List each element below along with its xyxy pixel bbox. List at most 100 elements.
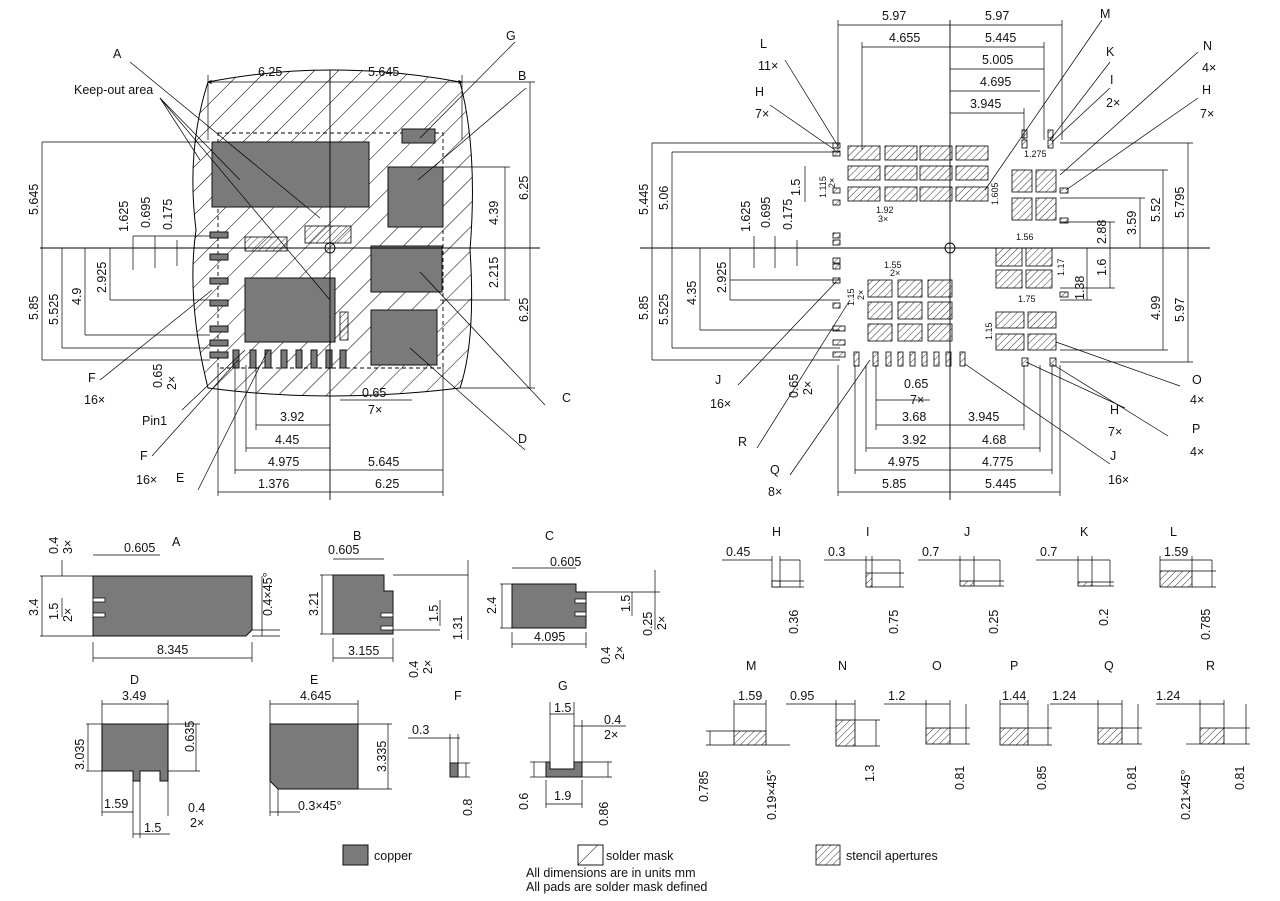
label-f2: F — [140, 449, 148, 463]
dim-left-5525: 5.525 — [47, 294, 61, 325]
detail-m-d1: 1.59 — [738, 689, 762, 703]
detail-n: N 0.95 1.3 — [786, 659, 880, 782]
detail-d-d2: 3.035 — [73, 739, 87, 770]
dim-rt-5005: 5.005 — [982, 53, 1013, 67]
dim-rb-585: 5.85 — [882, 477, 906, 491]
dim-bot-445: 4.45 — [275, 433, 299, 447]
detail-l-d2: 0.785 — [1199, 609, 1213, 640]
detail-d-title: D — [130, 673, 139, 687]
dim-rr-499: 4.99 — [1149, 296, 1163, 320]
dim-rt-5445: 5.445 — [985, 31, 1016, 45]
legend-note-2: All pads are solder mask defined — [526, 880, 707, 894]
detail-f-d2: 0.8 — [461, 799, 475, 816]
detail-n-title: N — [838, 659, 847, 673]
detail-q-d2: 0.81 — [1125, 766, 1139, 790]
detail-o-d2: 0.81 — [953, 766, 967, 790]
detail-c-d7: 0.4 — [599, 647, 613, 664]
bottom-apertures — [853, 351, 966, 367]
detail-d: D 3.49 3.035 0.635 1.59 0.4 2× 1.5 — [73, 673, 205, 838]
detail-g-d6: 0.86 — [597, 802, 611, 826]
label-j2: J — [1110, 449, 1116, 463]
label-k: K — [1106, 45, 1115, 59]
aperture-grid-top — [847, 145, 989, 202]
label-keepout: Keep-out area — [74, 83, 153, 97]
label-r: R — [738, 435, 747, 449]
origin-marker-right — [944, 242, 956, 254]
aperture-grid-d — [995, 311, 1057, 351]
sdim-115b: 1.15 — [846, 288, 856, 306]
dim-bot-392: 3.92 — [280, 410, 304, 424]
detail-c-d8: 2× — [613, 646, 627, 660]
detail-b-d2: 3.21 — [307, 592, 321, 616]
detail-d-d6: 2× — [190, 816, 204, 830]
detail-d-d1: 3.49 — [122, 689, 146, 703]
detail-i: I 0.3 0.75 — [824, 525, 904, 634]
legend-note-1: All dimensions are in units mm — [526, 866, 696, 880]
label-h3n: 7× — [1108, 425, 1122, 439]
label-c: C — [562, 391, 571, 405]
detail-n-d2: 1.3 — [863, 765, 877, 782]
dim-rb-392: 3.92 — [902, 433, 926, 447]
label-f1: F — [88, 371, 96, 385]
label-h3: H — [1110, 403, 1119, 417]
detail-f-d1: 0.3 — [412, 723, 429, 737]
detail-j: J 0.7 0.25 — [918, 525, 1004, 634]
label-i: I — [1110, 73, 1113, 87]
label-o: O — [1192, 373, 1202, 387]
dim-rr-5795: 5.795 — [1173, 187, 1187, 218]
detail-e-d1: 4.645 — [300, 689, 331, 703]
detail-l-title: L — [1170, 525, 1177, 539]
detail-d-d7: 1.5 — [144, 821, 161, 835]
detail-c-d4: 0.25 — [641, 612, 655, 636]
detail-m-title: M — [746, 659, 756, 673]
dim-rl-0695: 0.695 — [759, 197, 773, 228]
dim-rb-5445: 5.445 — [985, 477, 1016, 491]
left-footprint: 6.25 5.645 5.645 5.85 5.525 4.9 1.625 0.… — [27, 29, 571, 500]
detail-c-d2: 2.4 — [485, 597, 499, 614]
aperture-grid-c — [995, 247, 1053, 289]
dim-rb-2x: 2× — [801, 381, 815, 395]
detail-c-d6: 4.095 — [534, 630, 565, 644]
dim-left-2925: 2.925 — [95, 262, 109, 293]
legend-stencil-swatch — [815, 844, 841, 866]
package-outline — [217, 132, 444, 369]
legend-mask-swatch — [577, 844, 604, 866]
detail-p: P 1.44 0.85 — [999, 659, 1052, 790]
detail-i-d2: 0.75 — [887, 610, 901, 634]
label-on: 4× — [1190, 393, 1204, 407]
dim-left-0175: 0.175 — [161, 199, 175, 230]
legend-copper-swatch — [342, 844, 369, 866]
sdim-115a: 1.15 — [984, 322, 994, 340]
dim-bot-7x: 7× — [368, 403, 382, 417]
aperture-grid-e — [867, 279, 953, 342]
label-p: P — [1192, 422, 1200, 436]
sdim-1605: 1.605 — [990, 182, 1000, 205]
dim-rt-4655: 4.655 — [889, 31, 920, 45]
label-h1n: 7× — [755, 107, 769, 121]
detail-c: C 0.605 2.4 1.5 0.25 2× 4.095 0.4 2× — [485, 529, 669, 664]
detail-j-d2: 0.25 — [987, 610, 1001, 634]
detail-m: M 1.59 0.785 0.19×45° — [697, 659, 790, 820]
dim-rl-1115: 1.115 — [818, 176, 828, 198]
dim-rl-5445: 5.445 — [637, 184, 651, 215]
detail-i-title: I — [866, 525, 869, 539]
detail-a-d3: 0.605 — [124, 541, 155, 555]
detail-a-d2: 3× — [61, 540, 75, 554]
legend-copper-label: copper — [374, 849, 412, 863]
label-l: L — [760, 37, 767, 51]
legend: copper solder mask stencil apertures All… — [342, 844, 938, 894]
detail-f-title: F — [454, 689, 462, 703]
right-stencil-view: 5.97 5.97 4.655 5.445 5.005 4.695 3.945 … — [637, 7, 1216, 500]
label-q: Q — [770, 463, 780, 477]
detail-a-title: A — [172, 535, 181, 549]
label-pin1: Pin1 — [142, 414, 167, 428]
dim-rr-138: 1.38 — [1073, 276, 1087, 300]
detail-q-d1: 1.24 — [1052, 689, 1076, 703]
dim-top-2: 5.645 — [368, 65, 399, 79]
dim-rl-435: 4.35 — [685, 281, 699, 305]
detail-r-d2: 0.21×45° — [1179, 769, 1193, 820]
detail-r-d3: 0.81 — [1233, 766, 1247, 790]
dim-rt-597a: 5.97 — [882, 9, 906, 23]
detail-b-d3: 1.5 — [427, 605, 441, 622]
dim-rb-3945: 3.945 — [968, 410, 999, 424]
